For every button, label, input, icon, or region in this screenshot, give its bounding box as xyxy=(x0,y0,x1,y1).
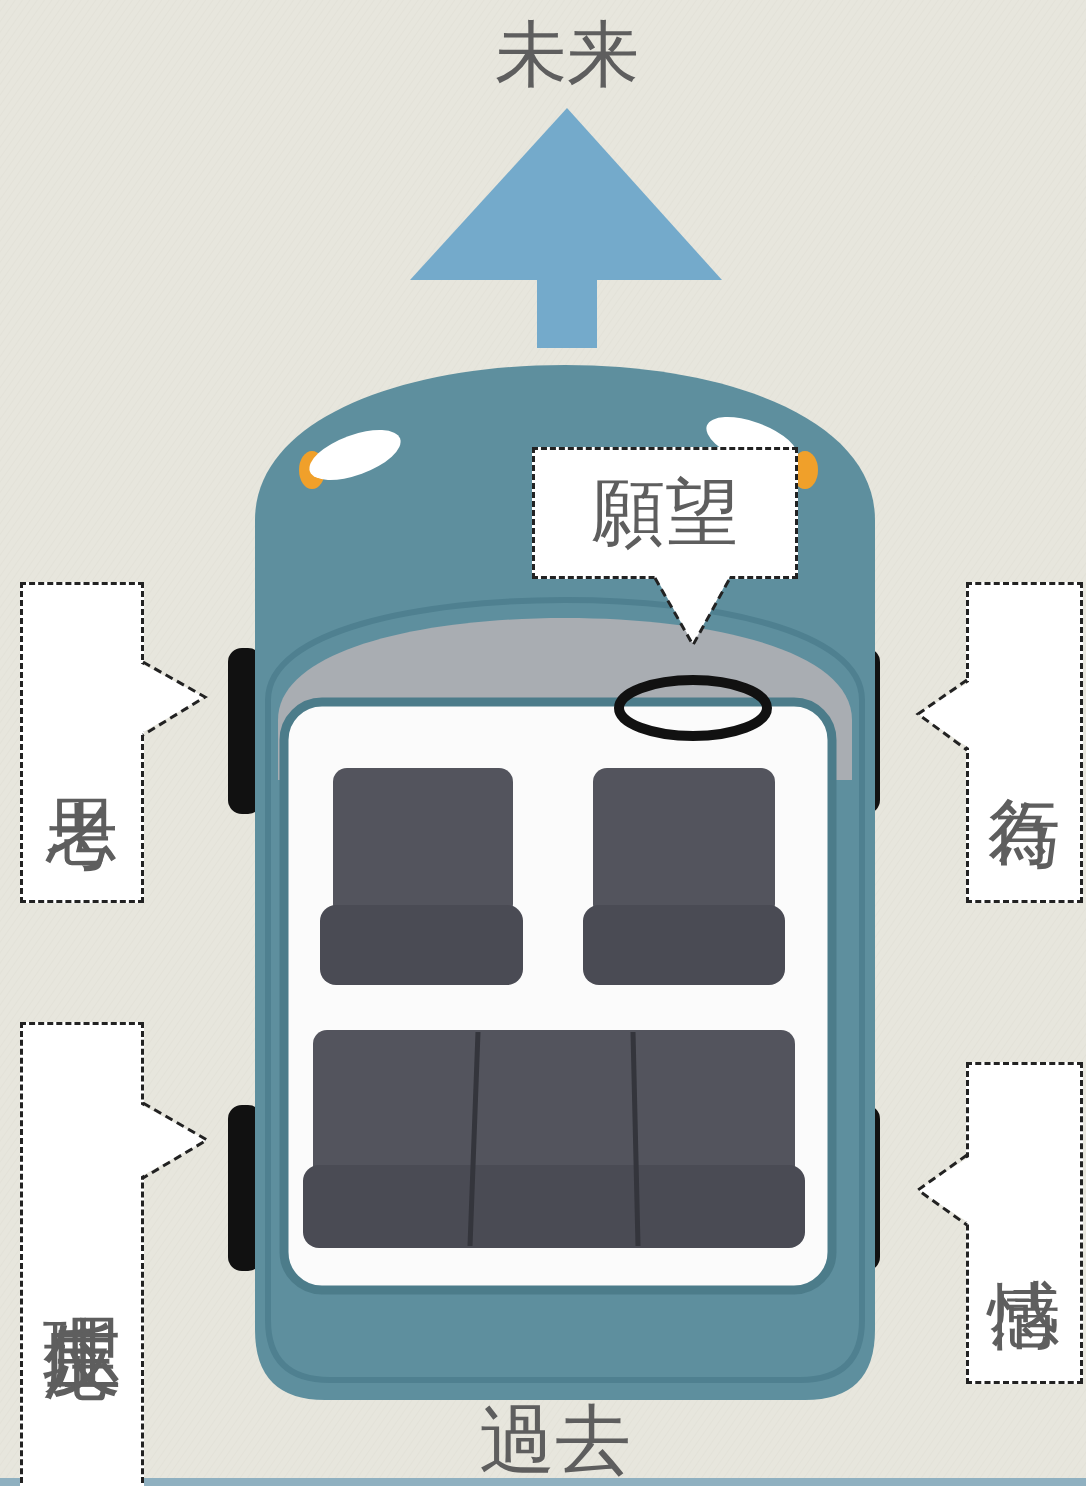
seat-cushion xyxy=(320,905,523,985)
callout-box: 生理反応 xyxy=(20,1022,144,1486)
car-body xyxy=(255,365,875,1400)
callout-tail xyxy=(143,662,205,735)
rear-seat-back xyxy=(313,1030,795,1180)
arrow-head xyxy=(410,108,722,280)
callout-text: 生理反応 xyxy=(41,1253,123,1261)
callout-tail xyxy=(918,1155,967,1225)
callout-tail-fill xyxy=(918,680,972,750)
callout-text: 思考 xyxy=(44,741,120,745)
callout-text: 行為 xyxy=(987,741,1063,745)
direction-label: 未来 xyxy=(367,18,767,90)
callout-box: 願望 xyxy=(532,447,798,579)
headlight xyxy=(303,420,407,490)
callout-tail xyxy=(143,1103,207,1178)
callout-box: 思考 xyxy=(20,582,144,903)
callout-tail-fill xyxy=(138,662,205,735)
callout-tail xyxy=(918,680,967,750)
bottom-strip xyxy=(0,1478,1086,1486)
rear-seat-cushion xyxy=(303,1165,805,1248)
seat-cushion xyxy=(583,905,785,985)
seat-divider xyxy=(470,1032,478,1246)
callout-text: 感情 xyxy=(987,1221,1063,1225)
callout-tail-fill xyxy=(654,574,731,644)
callout-text: 願望 xyxy=(591,474,739,552)
callout-tail-fill xyxy=(918,1155,972,1225)
callout-tail xyxy=(655,578,730,645)
seat-back xyxy=(593,768,775,918)
body-trim xyxy=(268,600,862,1380)
direction-label: 過去 xyxy=(355,1402,755,1478)
seat-back xyxy=(333,768,513,918)
seat-divider xyxy=(633,1032,638,1246)
callout-box: 感情 xyxy=(966,1062,1083,1384)
arrow-shaft xyxy=(537,278,597,348)
steering-wheel xyxy=(619,680,767,736)
callout-box: 行為 xyxy=(966,582,1083,903)
cabin xyxy=(284,702,832,1290)
callout-tail-fill xyxy=(138,1103,207,1178)
